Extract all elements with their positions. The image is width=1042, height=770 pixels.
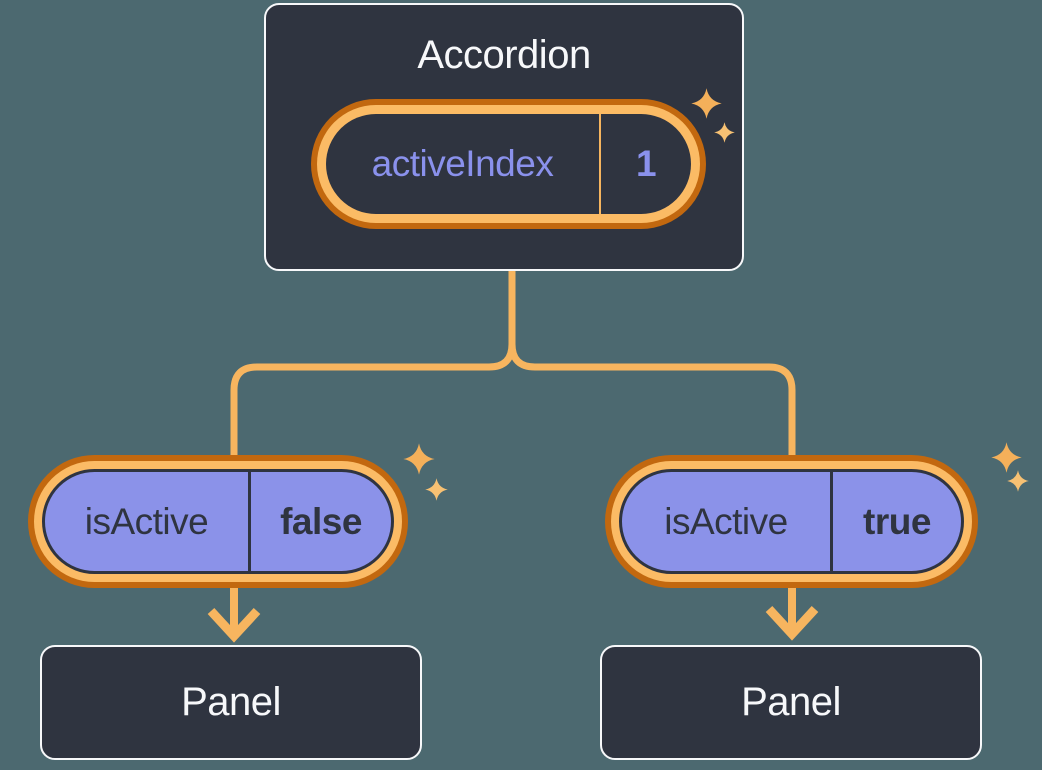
pill-divider [830,472,833,571]
prop-pill-body: isActive true [619,469,964,574]
state-pill-value: 1 [635,143,657,184]
state-pill-activeindex: activeIndex 1 [311,99,706,229]
prop-pill-value: true [863,500,931,542]
sparkle-icon [691,88,722,119]
state-pill-body: activeIndex 1 [326,114,691,214]
tree-branch-lines [230,270,796,459]
arrow-down-right-icon [765,586,819,641]
prop-pill-isactive-left: isActive false [28,455,408,588]
arrow-down-left-icon [207,588,261,643]
panel-node-title: Panel [181,680,281,724]
prop-pill-glow-ring: isActive false [34,461,402,582]
prop-pill-value: false [280,500,362,542]
pill-divider [248,472,251,571]
sparkle-icon [991,442,1022,473]
prop-pill-label: isActive [84,500,209,542]
pill-divider [599,114,601,214]
state-pill-label: activeIndex [371,143,554,184]
panel-node-title: Panel [741,680,841,724]
panel-node-left: Panel [40,645,422,760]
panel-node-right: Panel [600,645,982,760]
sparkle-icon [714,122,735,143]
sparkle-icon [1007,470,1029,492]
state-pill-glow-ring: activeIndex 1 [317,105,700,223]
prop-pill-glow-ring: isActive true [611,461,972,582]
prop-pill-isactive-right: isActive true [605,455,978,588]
accordion-node-title: Accordion [417,33,591,77]
prop-pill-body: isActive false [42,469,394,574]
prop-pill-label: isActive [664,500,788,542]
sparkle-icon [403,443,435,475]
accordion-node: Accordion activeIndex 1 [264,3,744,271]
sparkle-icon [425,478,448,501]
